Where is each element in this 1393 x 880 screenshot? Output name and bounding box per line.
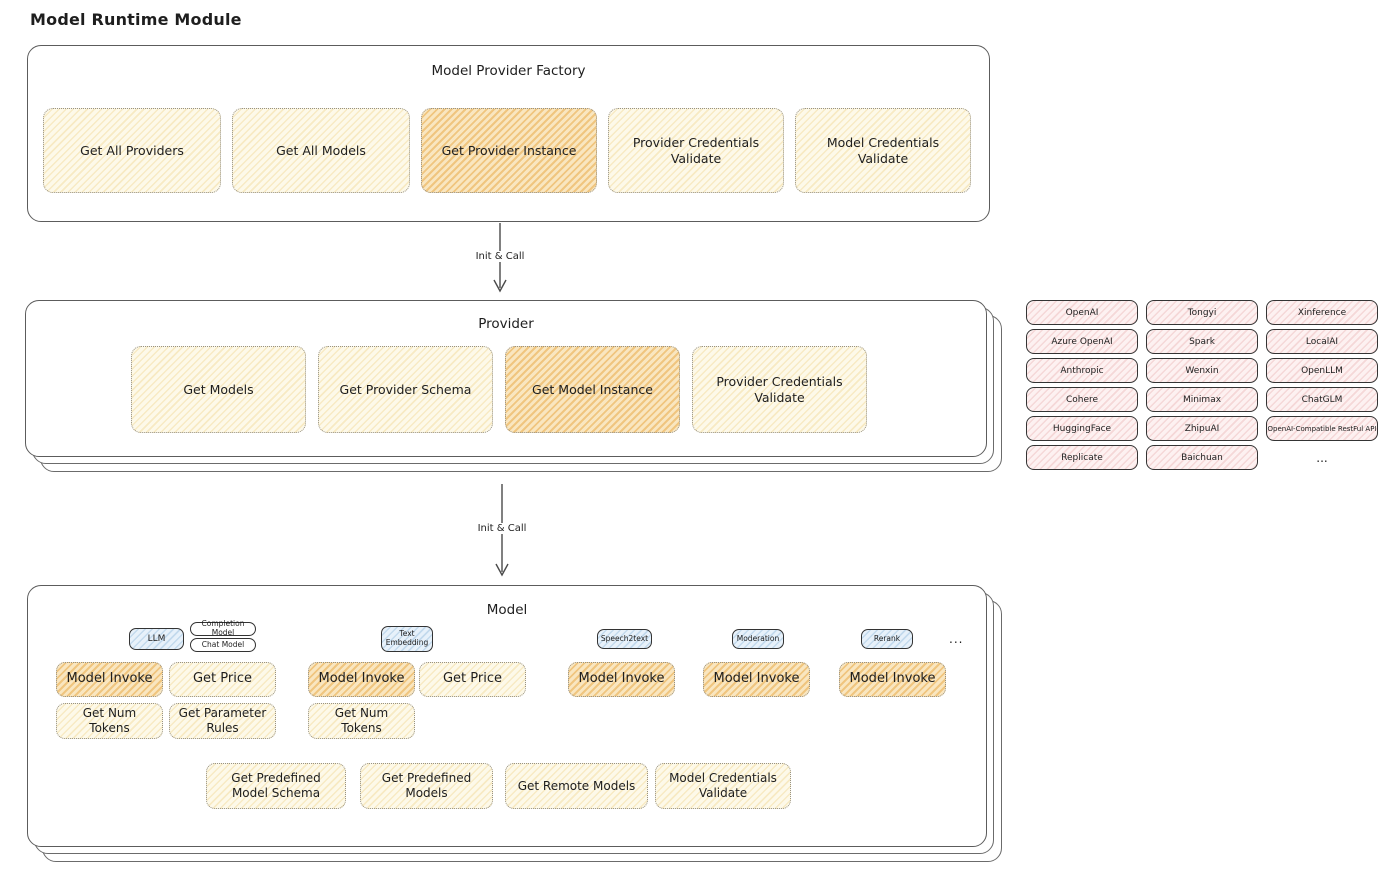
arrow-provider-to-model: Init & Call bbox=[462, 483, 542, 580]
provider-item-openai: OpenAI bbox=[1026, 300, 1138, 325]
provider-item-wenxin: Wenxin bbox=[1146, 358, 1258, 383]
provider-item-xinference: Xinference bbox=[1266, 300, 1378, 325]
tab-completion-model: Completion Model bbox=[190, 620, 256, 637]
provider-item-spark: Spark bbox=[1146, 329, 1258, 354]
op-get-price-llm: Get Price bbox=[169, 662, 276, 697]
op-model-invoke-text-embedding: Model Invoke bbox=[308, 662, 415, 697]
provider-item-cohere: Cohere bbox=[1026, 387, 1138, 412]
page-title: Model Runtime Module bbox=[30, 10, 242, 29]
provider-box-get-models: Get Models bbox=[131, 346, 306, 433]
provider-item-openai-compatible-restful-api: OpenAI-Compatible RestFul API bbox=[1266, 416, 1378, 441]
provider-stack: Provider Get Models Get Provider Schema … bbox=[25, 300, 1002, 472]
op-model-invoke-rerank: Model Invoke bbox=[839, 662, 946, 697]
model-stack: Model LLM Completion Model Chat Model Te… bbox=[27, 585, 1002, 862]
op-model-invoke-llm: Model Invoke bbox=[56, 662, 163, 697]
factory-card: Model Provider Factory Get All Providers… bbox=[27, 45, 990, 222]
tab-llm: LLM bbox=[129, 628, 184, 650]
tabs-ellipsis: ... bbox=[949, 632, 964, 646]
provider-grid: OpenAI Tongyi Xinference Azure OpenAI Sp… bbox=[1026, 300, 1378, 470]
op-get-predefined-models: Get Predefined Models bbox=[360, 763, 493, 809]
provider-item-huggingface: HuggingFace bbox=[1026, 416, 1138, 441]
arrow-label-init-call-2: Init & Call bbox=[474, 523, 530, 534]
provider-card: Provider Get Models Get Provider Schema … bbox=[25, 300, 987, 457]
arrow-factory-to-provider: Init & Call bbox=[460, 222, 540, 296]
provider-title: Provider bbox=[478, 316, 534, 332]
model-title: Model bbox=[486, 602, 528, 618]
factory-box-provider-credentials-validate: Provider Credentials Validate bbox=[608, 108, 784, 193]
op-model-invoke-moderation: Model Invoke bbox=[703, 662, 810, 697]
op-model-invoke-speech2text: Model Invoke bbox=[568, 662, 675, 697]
provider-item-minimax: Minimax bbox=[1146, 387, 1258, 412]
provider-item-openllm: OpenLLM bbox=[1266, 358, 1378, 383]
model-card: Model LLM Completion Model Chat Model Te… bbox=[27, 585, 987, 847]
tab-moderation: Moderation bbox=[732, 629, 784, 649]
op-get-parameter-rules-llm: Get Parameter Rules bbox=[169, 703, 276, 739]
provider-box-get-provider-schema: Get Provider Schema bbox=[318, 346, 493, 433]
tab-text-embedding: Text Embedding bbox=[381, 626, 433, 652]
op-model-credentials-validate: Model Credentials Validate bbox=[655, 763, 791, 809]
tab-rerank: Rerank bbox=[861, 629, 913, 649]
arrow-label-init-call-1: Init & Call bbox=[472, 251, 528, 262]
op-get-num-tokens-text-embedding: Get Num Tokens bbox=[308, 703, 415, 739]
op-get-price-text-embedding: Get Price bbox=[419, 662, 526, 697]
factory-box-get-provider-instance: Get Provider Instance bbox=[421, 108, 597, 193]
provider-item-zhipuai: ZhipuAI bbox=[1146, 416, 1258, 441]
op-get-predefined-model-schema: Get Predefined Model Schema bbox=[206, 763, 346, 809]
op-get-remote-models: Get Remote Models bbox=[505, 763, 648, 809]
factory-box-model-credentials-validate: Model Credentials Validate bbox=[795, 108, 971, 193]
provider-item-anthropic: Anthropic bbox=[1026, 358, 1138, 383]
provider-grid-ellipsis: ... bbox=[1316, 450, 1328, 465]
tab-chat-model: Chat Model bbox=[190, 638, 256, 652]
provider-item-azure-openai: Azure OpenAI bbox=[1026, 329, 1138, 354]
provider-item-replicate: Replicate bbox=[1026, 445, 1138, 470]
factory-box-get-all-models: Get All Models bbox=[232, 108, 410, 193]
provider-item-baichuan: Baichuan bbox=[1146, 445, 1258, 470]
factory-title: Model Provider Factory bbox=[431, 63, 586, 79]
op-get-num-tokens-llm: Get Num Tokens bbox=[56, 703, 163, 739]
provider-item-tongyi: Tongyi bbox=[1146, 300, 1258, 325]
provider-box-get-model-instance: Get Model Instance bbox=[505, 346, 680, 433]
provider-item-localai: LocalAI bbox=[1266, 329, 1378, 354]
provider-item-chatglm: ChatGLM bbox=[1266, 387, 1378, 412]
factory-box-get-all-providers: Get All Providers bbox=[43, 108, 221, 193]
provider-box-provider-credentials-validate: Provider Credentials Validate bbox=[692, 346, 867, 433]
tab-speech2text: Speech2text bbox=[597, 629, 652, 649]
